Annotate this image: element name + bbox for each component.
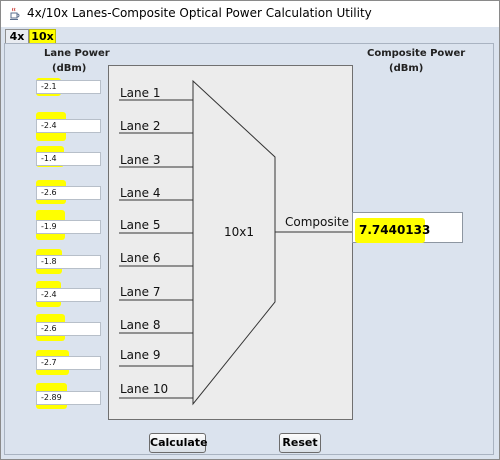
tab-10x[interactable]: 10x (29, 29, 56, 44)
lane-3-input[interactable]: -1.4 (36, 152, 101, 166)
lane-7-input[interactable]: -2.4 (36, 288, 101, 302)
composite-power-header: Composite Power (367, 48, 466, 59)
lane-label-4: Lane 4 (120, 186, 161, 200)
composite-result-value: 7.7440133 (359, 223, 431, 237)
lane-power-unit: (dBm) (52, 63, 87, 74)
lane-2-input[interactable]: -2.4 (36, 119, 101, 133)
lane-label-2: Lane 2 (120, 119, 161, 133)
lane-label-7: Lane 7 (120, 285, 161, 299)
lane-power-header: Lane Power (44, 48, 110, 59)
lane-8-input[interactable]: -2.6 (36, 322, 101, 336)
lane-5-input[interactable]: -1.9 (36, 220, 101, 234)
lane-label-5: Lane 5 (120, 218, 161, 232)
lane-label-8: Lane 8 (120, 318, 161, 332)
mux-trapezoid (192, 79, 276, 406)
lane-6-input[interactable]: -1.8 (36, 255, 101, 269)
tab-strip: 4x 10x (1, 27, 499, 44)
lane-label-3: Lane 3 (120, 153, 161, 167)
lane-9-input[interactable]: -2.7 (36, 356, 101, 370)
composite-label: Composite (285, 215, 350, 229)
lane-10-input[interactable]: -2.89 (36, 391, 101, 405)
lane-1-input[interactable]: -2.1 (36, 80, 101, 94)
lane-label-1: Lane 1 (120, 86, 161, 100)
title-bar: 4x/10x Lanes-Composite Optical Power Cal… (1, 1, 499, 27)
lane-4-input[interactable]: -2.6 (36, 186, 101, 200)
lane-label-9: Lane 9 (120, 348, 161, 362)
calculate-button[interactable]: Calculate (149, 433, 208, 453)
composite-power-unit: (dBm) (389, 63, 424, 74)
window-title: 4x/10x Lanes-Composite Optical Power Cal… (27, 6, 372, 20)
tab-4x[interactable]: 4x (5, 29, 29, 44)
reset-button[interactable]: Reset (279, 433, 321, 453)
lane-label-10: Lane 10 (120, 382, 169, 396)
java-app-icon (10, 7, 20, 20)
mux-label: 10x1 (224, 225, 255, 239)
lane-label-6: Lane 6 (120, 251, 161, 265)
lane-lines (119, 99, 193, 399)
highlight-mark (355, 218, 425, 243)
